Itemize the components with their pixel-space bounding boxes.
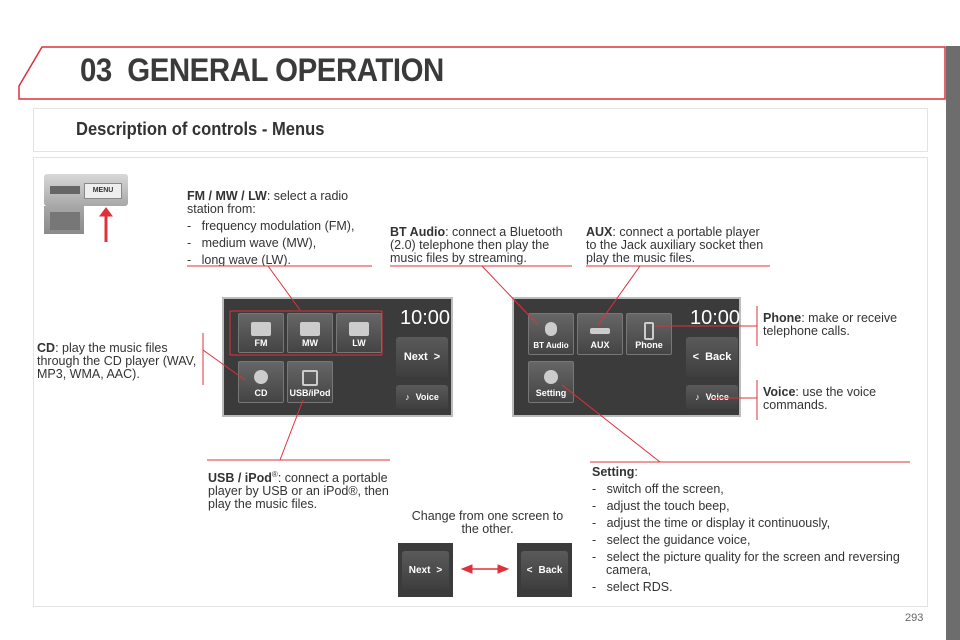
change-screen-note: Change from one screen to the other.: [411, 509, 564, 536]
back-button[interactable]: <Back: [686, 337, 738, 377]
tile-lw[interactable]: LW: [336, 313, 382, 353]
voice-icon: ♪: [405, 392, 410, 402]
next-button[interactable]: Next>: [396, 337, 448, 377]
voice-icon: ♪: [695, 392, 700, 402]
bluetooth-icon: [545, 322, 557, 336]
list-item: - frequency modulation (FM),: [187, 219, 355, 233]
menu-button-photo: MENU: [44, 174, 128, 206]
radio-icon: [251, 322, 271, 336]
tile-setting[interactable]: Setting: [528, 361, 574, 403]
voice-button[interactable]: ♪Voice: [396, 385, 448, 409]
disc-icon: [254, 370, 268, 384]
page-number: 293: [905, 612, 924, 624]
tile-usb-ipod[interactable]: USB/iPod: [287, 361, 333, 403]
clock: 10:00: [400, 307, 451, 329]
tile-phone[interactable]: Phone: [626, 313, 672, 355]
tile-cd[interactable]: CD: [238, 361, 284, 403]
list-item: - adjust the touch beep,: [592, 499, 730, 513]
phone-description: Phone: make or receive telephone calls.: [763, 311, 898, 338]
gear-icon: [544, 370, 558, 384]
section-title: Description of controls - Menus: [76, 119, 325, 139]
tile-aux[interactable]: AUX: [577, 313, 623, 355]
screen-audio-menu-2: BT Audio AUX Phone Setting 10:00 <Back ♪…: [512, 297, 741, 417]
list-item: - long wave (LW).: [187, 253, 291, 267]
list-item: - select the guidance voice,: [592, 533, 751, 547]
radio-icon: [349, 322, 369, 336]
screen-audio-menu-1: FM MW LW CD USB/iPod 10:00 Next> ♪Voice: [222, 297, 453, 417]
voice-button[interactable]: ♪Voice: [686, 385, 738, 409]
tile-mw[interactable]: MW: [287, 313, 333, 353]
usb-ipod-icon: [302, 370, 318, 386]
list-item: - switch off the screen,: [592, 482, 724, 496]
side-tab: [946, 46, 960, 640]
clock: 10:00: [690, 307, 741, 329]
menu-panel-lower: [44, 206, 84, 234]
bt-audio-description: BT Audio: connect a Bluetooth (2.0) tele…: [390, 225, 563, 265]
content-frame: [33, 157, 928, 607]
chevron-left-icon: <: [692, 351, 700, 363]
list-item: - select RDS.: [592, 580, 673, 594]
chevron-right-icon: >: [436, 564, 443, 576]
setting-description: Setting: - switch off the screen, - adju…: [592, 466, 927, 594]
tile-fm[interactable]: FM: [238, 313, 284, 353]
chapter-header-frame: [18, 46, 946, 100]
menu-button: MENU: [84, 183, 122, 199]
chevron-left-icon: <: [526, 564, 533, 576]
list-item: - medium wave (MW),: [187, 236, 317, 250]
section-header-frame: [33, 108, 928, 152]
list-item: - adjust the time or display it continuo…: [592, 516, 831, 530]
back-button-example[interactable]: <Back: [517, 543, 572, 597]
tile-bt-audio[interactable]: BT Audio: [528, 313, 574, 355]
chevron-right-icon: >: [433, 351, 441, 363]
voice-description: Voice: use the voice commands.: [763, 385, 877, 412]
chapter-title: 03 GENERAL OPERATION: [80, 52, 444, 88]
jack-icon: [590, 328, 610, 334]
list-item: - select the picture quality for the scr…: [592, 550, 900, 577]
next-button-example[interactable]: Next>: [398, 543, 453, 597]
phone-icon: [644, 322, 654, 340]
radio-icon: [300, 322, 320, 336]
cd-description: CD: play the music files through the CD …: [37, 341, 197, 381]
fm-mw-lw-description: FM / MW / LW: select a radio station fro…: [187, 190, 372, 267]
usb-ipod-description: USB / iPod®: connect a portable player b…: [208, 470, 389, 512]
aux-description: AUX: connect a portable player to the Ja…: [586, 225, 764, 265]
